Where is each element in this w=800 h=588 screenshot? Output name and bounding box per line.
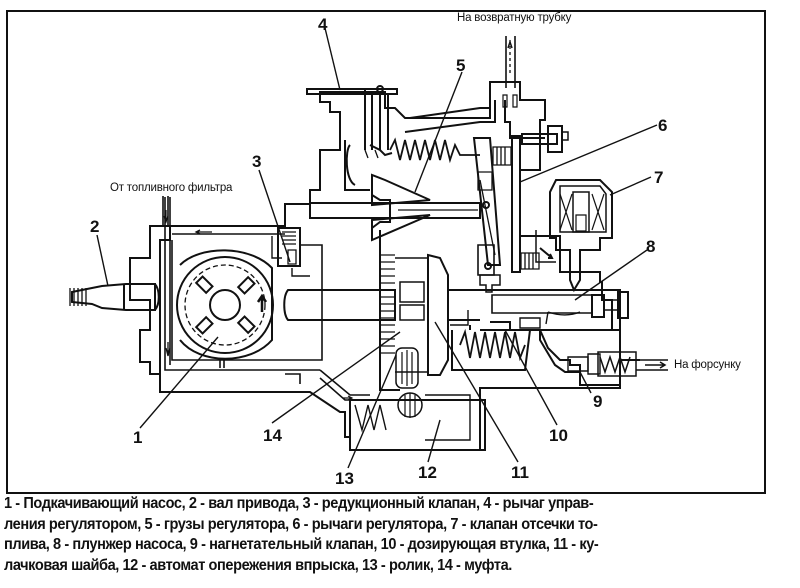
caption-line: ления регулятором, 5 - грузы регулятора,…: [4, 515, 598, 533]
fuel-inlet-pipe: [163, 196, 168, 226]
return-pipe: [503, 36, 517, 107]
callout-10: 10: [549, 426, 568, 445]
callout-7: 7: [654, 168, 664, 187]
callout-12: 12: [418, 463, 437, 482]
callout-13: 13: [335, 469, 354, 488]
callout-11: 11: [511, 463, 529, 482]
governor-weights: [310, 175, 480, 240]
callout-5: 5: [456, 56, 466, 75]
governor-spring: [390, 140, 480, 160]
caption-line: плива, 8 - плунжер насоса, 9 - нагнетате…: [4, 536, 599, 553]
fuel-passages-left: [165, 197, 370, 400]
figure-caption: 1 - Подкачивающий насос, 2 - вал привода…: [4, 494, 795, 576]
caption-line: 1 - Подкачивающий насос, 2 - вал привода…: [4, 495, 594, 512]
roller: [396, 348, 418, 388]
transfer-pump-vane: [177, 250, 273, 358]
pump-drawing: [0, 0, 800, 500]
injector-label: На форсунку: [674, 359, 741, 371]
delivery-valve: [540, 330, 668, 385]
callout-14: 14: [263, 426, 282, 445]
callout-2: 2: [90, 217, 100, 236]
return-pipe-label: На возвратную трубку: [457, 12, 572, 24]
callout-8: 8: [646, 237, 656, 256]
caption-line: лачковая шайба, 12 - автомат опережения …: [4, 556, 512, 574]
injection-timer: [350, 393, 480, 450]
control-lever: [307, 86, 397, 150]
plunger-spring: [460, 332, 525, 358]
fuel-filter-label: От топливного фильтра: [110, 182, 233, 194]
pump-housing: [130, 82, 620, 450]
fuel-pump-diagram: На возвратную трубку От топливного фильт…: [0, 0, 800, 500]
drive-shaft: [70, 284, 395, 320]
reduction-valve: [272, 228, 310, 276]
callout-4: 4: [318, 15, 328, 34]
pump-plunger: [480, 290, 628, 330]
cam-disc: [380, 230, 480, 390]
callout-3: 3: [252, 152, 262, 171]
callout-9: 9: [593, 392, 603, 411]
governor-levers: [474, 136, 539, 292]
diagram-frame: [6, 10, 766, 494]
callout-1: 1: [133, 428, 143, 447]
fuel-shutoff-solenoid: [536, 180, 612, 290]
leader-lines: [97, 28, 657, 468]
adjusting-screw: [522, 126, 568, 152]
callout-6: 6: [658, 116, 668, 135]
